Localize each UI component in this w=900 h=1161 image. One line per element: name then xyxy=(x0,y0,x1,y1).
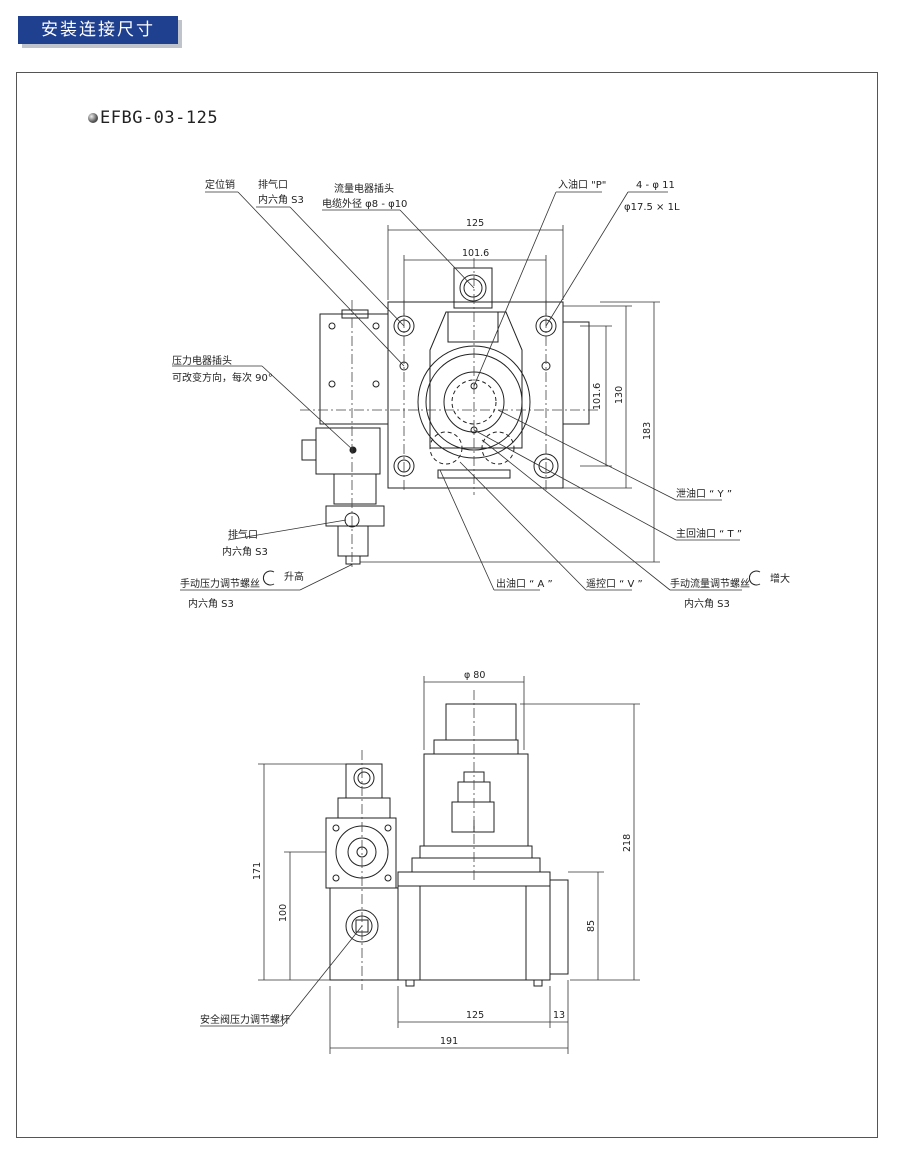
label-increase: 增大 xyxy=(770,572,790,585)
label-raise: 升高 xyxy=(284,570,304,583)
model-number: EFBG-03-125 xyxy=(100,108,219,128)
increase-arrow-icon xyxy=(748,570,761,586)
pressure-connector-body xyxy=(315,427,381,475)
label-counterbore: φ17.5 × 1L xyxy=(624,202,680,213)
label-locating-pin: 定位销 xyxy=(205,178,235,191)
label-flow-cable: 电缆外径 φ8 - φ10 xyxy=(322,197,407,210)
label-vent-port-2-hex: 内六角 S3 xyxy=(222,545,268,558)
dim-130: 130 xyxy=(614,386,625,404)
label-pressure-rotate: 可改变方向，每次 90° xyxy=(172,371,273,384)
flow-valve-outline xyxy=(429,311,523,449)
pressure-valve-body-front xyxy=(329,887,399,981)
dim-183: 183 xyxy=(642,422,653,440)
label-manual-flow: 手动流量调节螺丝 xyxy=(670,577,750,590)
label-remote-v: 遥控口 “ V ” xyxy=(586,577,643,590)
dim-101-6-h: 101.6 xyxy=(462,248,489,259)
label-inlet-p: 入油口 "P" xyxy=(558,178,606,191)
main-body-block xyxy=(397,871,551,981)
dim-218: 218 xyxy=(622,834,633,852)
bullet-icon xyxy=(88,113,98,123)
label-manual-pressure: 手动压力调节螺丝 xyxy=(180,577,260,590)
label-vent-port-2: 排气口 xyxy=(228,528,258,541)
flow-connector xyxy=(453,267,493,309)
dim-125-front: 125 xyxy=(466,1010,484,1021)
side-plate xyxy=(562,321,590,425)
side-plate-front xyxy=(549,879,569,975)
label-relief-screw: 安全阀压力调节螺杆 xyxy=(200,1013,290,1026)
label-vent-port-hex: 内六角 S3 xyxy=(258,193,304,206)
coil-cap xyxy=(445,703,517,741)
pressure-valve-body xyxy=(319,313,389,425)
dim-171: 171 xyxy=(252,862,263,880)
dim-13: 13 xyxy=(553,1010,565,1021)
label-holes: 4 - φ 11 xyxy=(636,180,675,191)
raise-arrow-icon xyxy=(262,570,275,586)
front-view xyxy=(200,676,640,1054)
label-drain-y: 泄油口 “ Y ” xyxy=(676,487,732,500)
label-vent-port: 排气口 xyxy=(258,178,288,191)
label-pressure-connector: 压力电器插头 xyxy=(172,354,232,367)
dim-100: 100 xyxy=(278,904,289,922)
dim-191: 191 xyxy=(440,1036,458,1047)
drawing-frame xyxy=(16,72,878,1138)
label-flow-connector: 流量电器插头 xyxy=(334,182,394,195)
label-manual-flow-hex: 内六角 S3 xyxy=(684,597,730,610)
top-view xyxy=(172,191,761,591)
section-header: 安装连接尺寸 xyxy=(18,16,178,44)
dim-phi80: φ 80 xyxy=(464,670,485,681)
dim-125-top: 125 xyxy=(466,218,484,229)
pressure-connector-front xyxy=(345,763,383,799)
label-outlet-a: 出油口 “ A ” xyxy=(496,577,553,590)
dim-101-6-v: 101.6 xyxy=(592,383,603,410)
dim-85: 85 xyxy=(586,920,597,932)
label-manual-pressure-hex: 内六角 S3 xyxy=(188,597,234,610)
label-return-t: 主回油口 “ T ” xyxy=(676,527,742,540)
section-title: 安装连接尺寸 xyxy=(41,20,155,40)
